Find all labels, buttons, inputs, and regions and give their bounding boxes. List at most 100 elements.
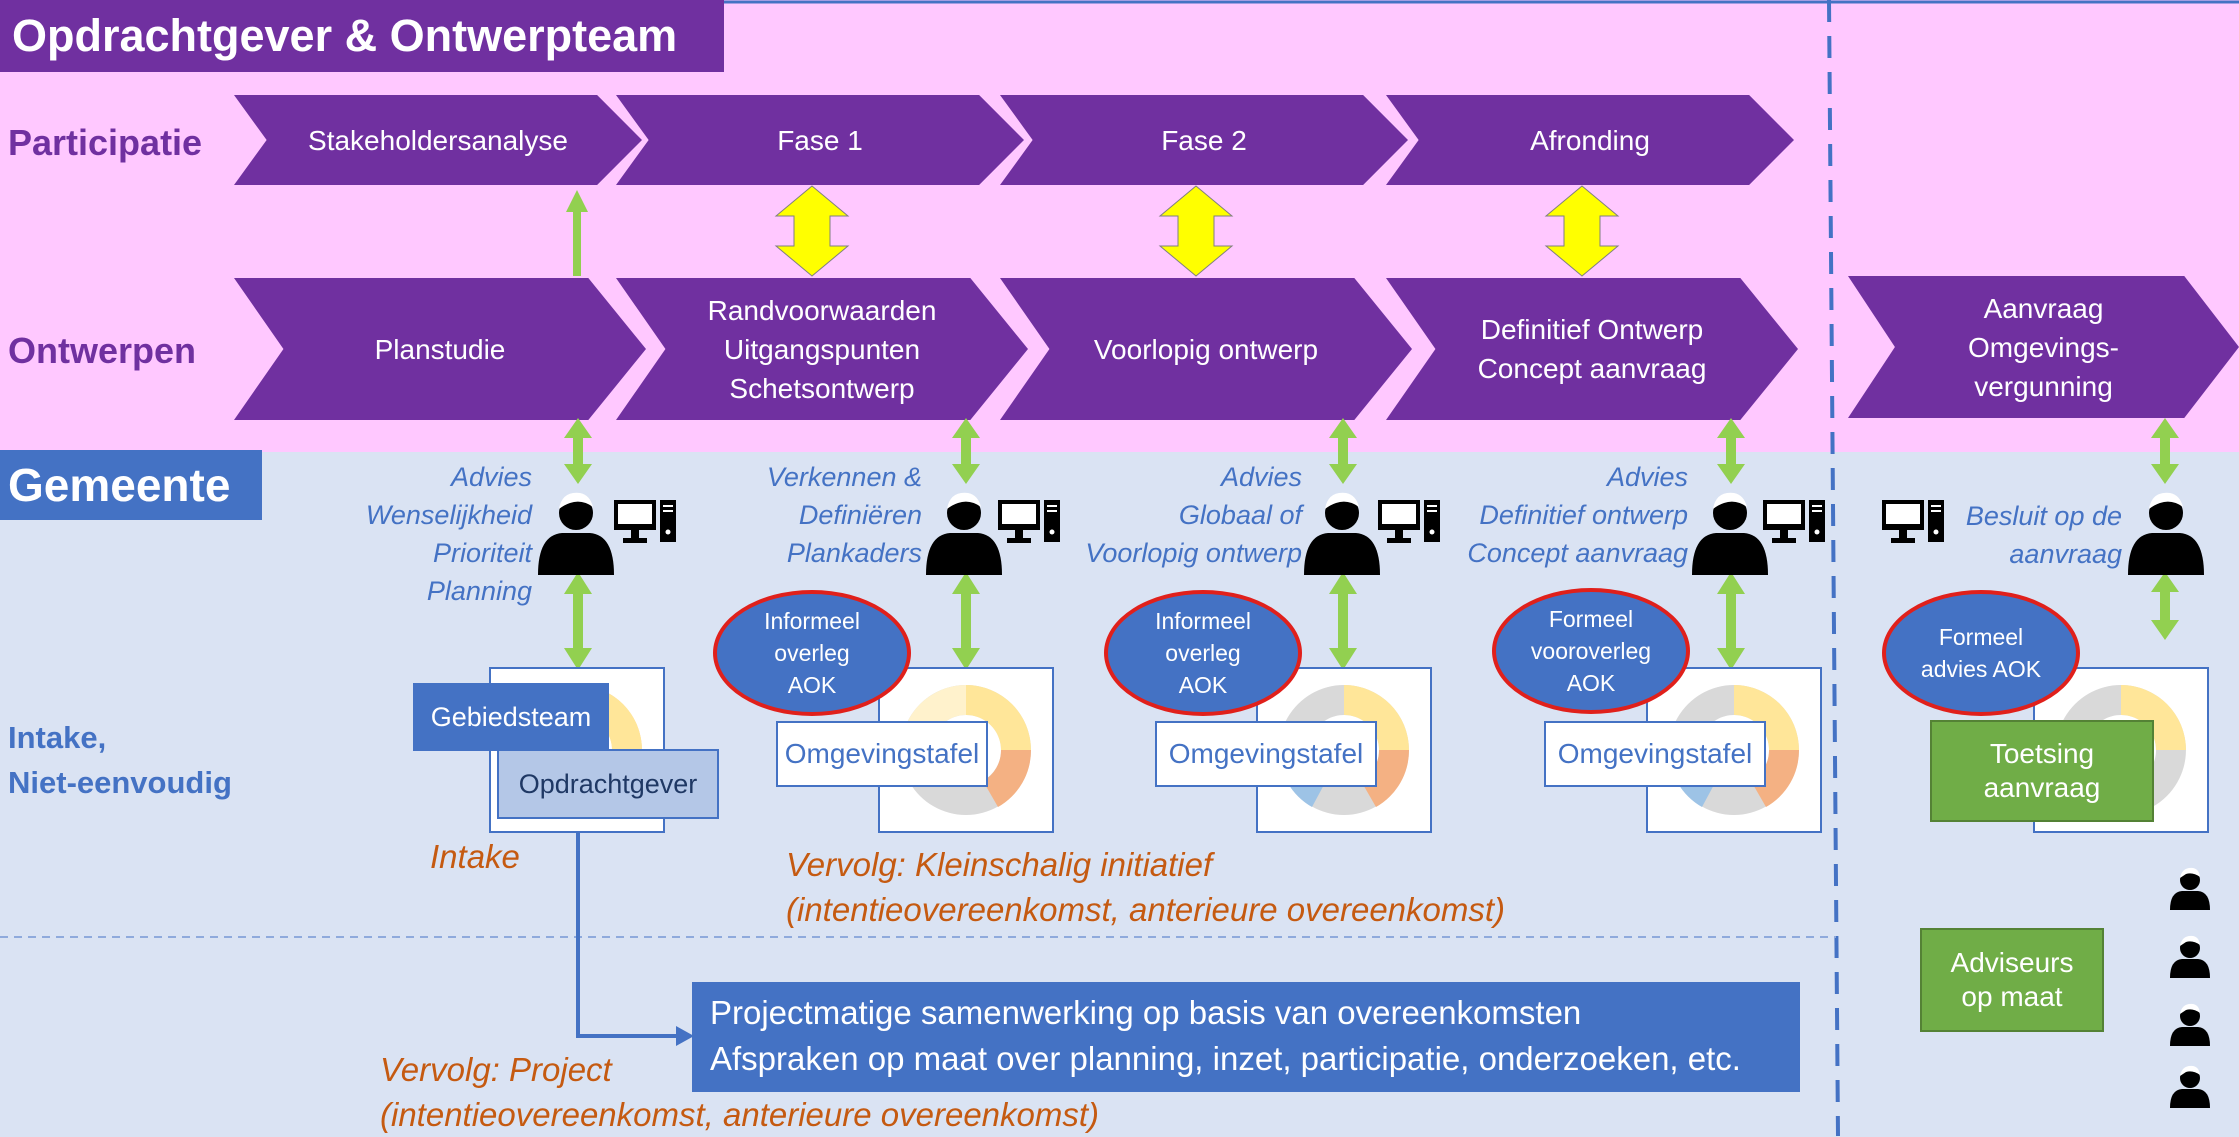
note-advies-wenselijkheid: Advies Wenselijkheid Prioriteit Planning	[300, 458, 532, 610]
green-double-arrow	[2151, 572, 2179, 640]
note-line: Definiëren	[798, 500, 922, 530]
toetsing-aanvraag-box: Toetsing aanvraag	[1930, 720, 2154, 822]
yellow-double-arrow	[774, 185, 850, 277]
note-line: Besluit op de	[1965, 501, 2122, 531]
ring-segment	[966, 685, 1031, 750]
ellipse-line: AOK	[1178, 672, 1228, 698]
vervolg-project-text: Vervolg: Project (intentieovereenkomst, …	[380, 1047, 1099, 1137]
computer-icon	[998, 500, 1060, 543]
intake-caption: Intake	[430, 838, 520, 875]
chevron-line: Planstudie	[374, 333, 506, 365]
participatie-label: Participatie	[8, 122, 203, 163]
computer-icon	[1763, 500, 1825, 543]
phase-divider-dashed	[1827, 0, 1840, 1136]
connector-line	[576, 832, 680, 1038]
ellipse-line: Informeel	[764, 608, 860, 634]
note-advies-voorlopig: Advies Globaal of Voorlopig ontwerp	[1060, 458, 1302, 572]
yellow-double-arrow	[1158, 185, 1234, 277]
person-icon	[926, 492, 1002, 575]
ellipse-line: Formeel	[1938, 624, 2024, 650]
note-line: Prioriteit	[432, 538, 532, 568]
person-icon	[538, 492, 614, 575]
ring-segment	[1344, 685, 1409, 750]
green-double-arrow	[1717, 572, 1745, 670]
gebiedsteam-box: Gebiedsteam	[413, 683, 609, 751]
gemeente-header: Gemeente	[0, 450, 262, 520]
ellipse-line: Formeel	[1548, 606, 1634, 632]
projectmatige-samenwerking-box: Projectmatige samenwerking op basis van …	[692, 982, 1800, 1092]
note-line: Plankaders	[786, 538, 922, 568]
opdrachtgever-box: Opdrachtgever	[497, 749, 719, 819]
note-line: Advies	[450, 462, 532, 492]
note-line: Concept aanvraag	[1467, 538, 1688, 568]
yellow-double-arrow	[1544, 185, 1620, 277]
ellipse-text: Informeel overleg AOK	[1155, 605, 1251, 701]
green-double-arrow	[1329, 418, 1357, 484]
note-advies-definitief: Advies Definitief ontwerp Concept aanvra…	[1440, 458, 1688, 572]
computer-icon	[614, 500, 676, 543]
ring-segment	[983, 750, 1032, 807]
project-line: Projectmatige samenwerking op basis van …	[710, 994, 1582, 1031]
computer-icon	[1378, 500, 1440, 543]
ellipse-line: AOK	[1566, 670, 1616, 696]
chevron-line: Aanvraag	[1983, 292, 2104, 324]
intake-label-line: Niet-eenvoudig	[8, 765, 232, 800]
vervolg-line: Vervolg: Project	[380, 1051, 612, 1088]
chevron-text: Voorlopig ontwerp	[1094, 330, 1318, 369]
chevron-planstudie: Planstudie	[234, 278, 646, 420]
ellipse-line: overleg	[1165, 640, 1241, 666]
chevron-definitief-ontwerp: Definitief Ontwerp Concept aanvraag	[1386, 278, 1798, 420]
chevron-label: Fase 1	[777, 124, 863, 156]
ellipse-line: AOK	[787, 672, 837, 698]
vervolg-line: (intentieovereenkomst, anterieure overee…	[380, 1096, 1100, 1133]
chevron-line: vergunning	[1974, 370, 2113, 402]
ontwerpen-label: Ontwerpen	[8, 330, 197, 371]
note-line: Definitief ontwerp	[1479, 500, 1688, 530]
ellipse-text: Informeel overleg AOK	[764, 605, 860, 701]
project-line: Afspraken op maat over planning, inzet, …	[710, 1040, 1741, 1077]
person-icon	[1692, 492, 1768, 575]
vervolg-line: Vervolg: Kleinschalig initiatief	[786, 846, 1213, 883]
chevron-voorlopig-ontwerp: Voorlopig ontwerp	[1000, 278, 1412, 420]
ring-segment	[1361, 750, 1410, 807]
chevron-line: Schetsontwerp	[729, 372, 915, 404]
chevron-label: Stakeholdersanalyse	[308, 124, 568, 156]
note-line: Planning	[426, 576, 532, 606]
opdrachtgever-ontwerpteam-header: Opdrachtgever & Ontwerpteam	[0, 0, 724, 72]
green-double-arrow	[1717, 418, 1745, 484]
chevron-line: Randvoorwaarden	[707, 294, 937, 326]
ellipse-informeel-overleg-aok: Informeel overleg AOK	[713, 590, 911, 716]
connector-arrowhead	[676, 1026, 694, 1046]
person-icon	[1304, 492, 1380, 575]
ellipse-line: Informeel	[1155, 608, 1251, 634]
chevron-line: Uitgangspunten	[723, 333, 921, 365]
chevron-randvoorwaarden: Randvoorwaarden Uitgangspunten Schetsont…	[616, 278, 1028, 420]
note-verkennen: Verkennen & Definiëren Plankaders	[700, 458, 922, 572]
note-line: Wenselijkheid	[365, 500, 532, 530]
note-line: Advies	[1220, 462, 1302, 492]
adviseurs-op-maat-box: Adviseurs op maat	[1920, 928, 2104, 1032]
chevron-text: Planstudie	[375, 330, 506, 369]
green-double-arrow	[564, 572, 592, 670]
green-box-text: Toetsing aanvraag	[1984, 737, 2101, 805]
chevron-label: Afronding	[1530, 124, 1650, 156]
green-double-arrow	[1329, 572, 1357, 670]
note-line: Voorlopig ontwerp	[1085, 538, 1302, 568]
ring-segment	[1734, 685, 1799, 750]
ellipse-formeel-vooroverleg-aok: Formeel vooroverleg AOK	[1492, 588, 1690, 714]
adviseur-person-icon	[2170, 1003, 2210, 1046]
ellipse-line: advies AOK	[1920, 656, 2042, 682]
chevron-fase-1: Fase 1	[616, 95, 1024, 185]
chevron-line: Omgevings-	[1968, 331, 2119, 363]
ellipse-informeel-overleg-aok: Informeel overleg AOK	[1104, 590, 1302, 716]
chevron-fase-2: Fase 2	[1000, 95, 1408, 185]
chevron-line: Concept aanvraag	[1477, 353, 1707, 384]
vervolg-kleinschalig-text: Vervolg: Kleinschalig initiatief (intent…	[786, 842, 1505, 932]
chevron-label: Fase 2	[1161, 124, 1247, 156]
note-line: aanvraag	[2009, 539, 2122, 569]
chevron-text: Randvoorwaarden Uitgangspunten Schetsont…	[708, 291, 937, 408]
chevron-afronding: Afronding	[1386, 95, 1794, 185]
person-icon	[2128, 492, 2204, 575]
green-double-arrows-top	[564, 418, 2179, 484]
